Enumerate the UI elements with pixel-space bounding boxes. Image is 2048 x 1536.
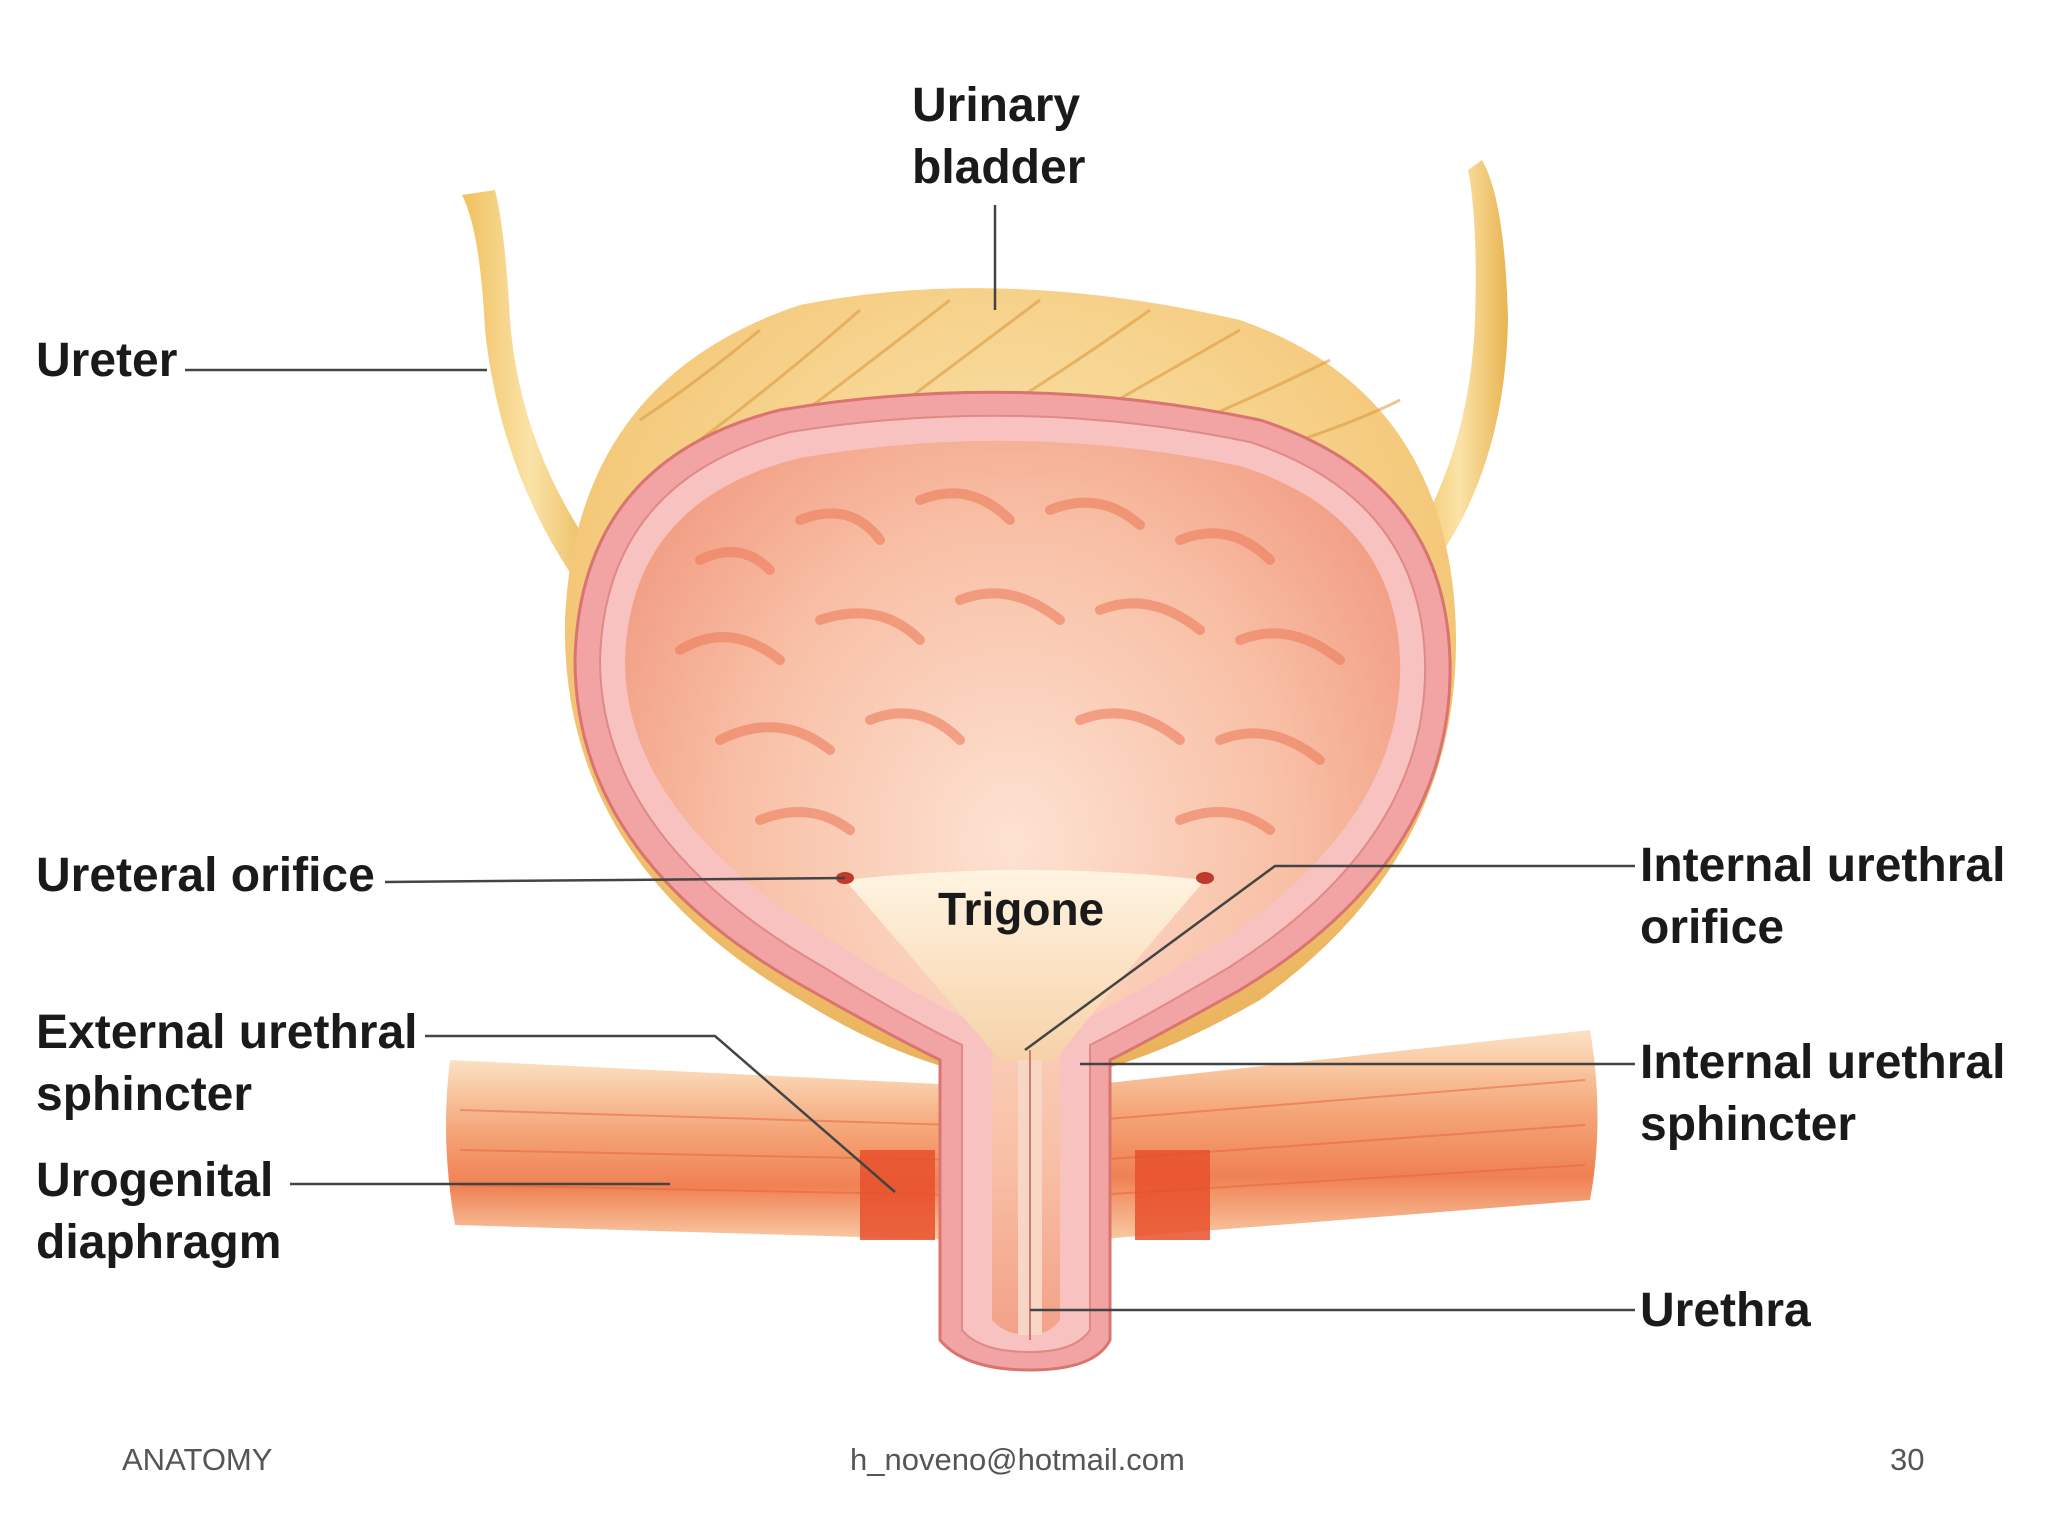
ureter-graphic bbox=[462, 160, 1508, 580]
leader-lines bbox=[185, 205, 1635, 1312]
urogenital-diaphragm-graphic bbox=[446, 1030, 1598, 1240]
label-urethra: Urethra bbox=[1640, 1284, 1811, 1337]
footer-email: h_noveno@hotmail.com bbox=[850, 1442, 1185, 1477]
footer-page-number: 30 bbox=[1890, 1442, 1925, 1477]
footer-left: ANATOMY bbox=[122, 1442, 273, 1477]
label-internal-urethral-sphincter: Internal urethral sphincter bbox=[1640, 1036, 2006, 1151]
label-urinary-bladder: Urinary bladder bbox=[912, 79, 1086, 194]
bladder-interior-graphic bbox=[625, 440, 1401, 1340]
label-ureter: Ureter bbox=[36, 334, 178, 387]
label-urogenital-diaphragm: Urogenital diaphragm bbox=[36, 1154, 282, 1269]
label-external-urethral-sphincter: External urethral sphincter bbox=[36, 1006, 418, 1121]
label-trigone: Trigone bbox=[938, 883, 1105, 935]
label-internal-urethral-orifice: Internal urethral orifice bbox=[1640, 839, 2006, 954]
label-ureteral-orifice: Ureteral orifice bbox=[36, 849, 375, 902]
